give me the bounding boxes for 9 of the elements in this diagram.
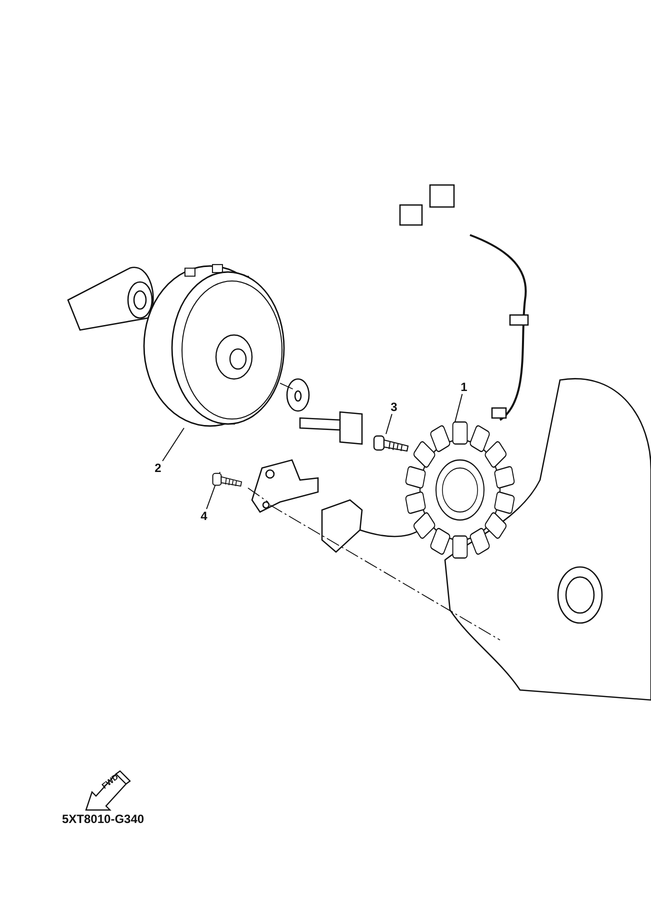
leader-line xyxy=(206,472,220,510)
leader-line xyxy=(162,428,184,462)
callout-number: 3 xyxy=(388,400,400,414)
callout-number: 2 xyxy=(152,461,164,475)
leader-line xyxy=(386,414,392,434)
part-code: 5XT8010-G340 xyxy=(62,812,144,826)
callout-number: 1 xyxy=(458,380,470,394)
callout-number: 4 xyxy=(198,509,210,523)
leader-line xyxy=(454,394,463,422)
